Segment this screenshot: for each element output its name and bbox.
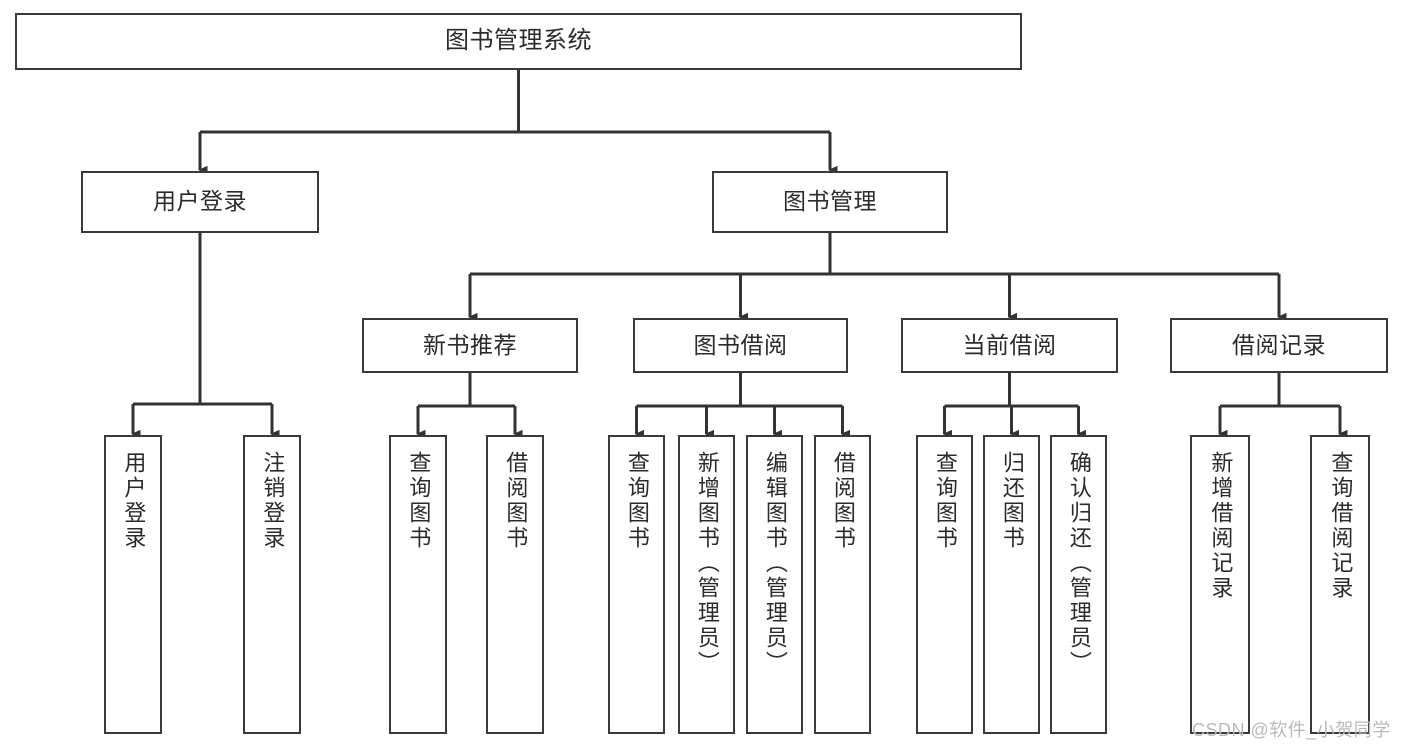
node-c-confirm[interactable]: 确认归还（管理员） xyxy=(1050,435,1107,734)
node-label-login: 用户登录 xyxy=(153,188,247,215)
node-label-bookmgmt: 图书管理 xyxy=(783,188,877,215)
node-label-n-borrow: 借阅图书 xyxy=(503,451,529,551)
node-r-add[interactable]: 新增借阅记录 xyxy=(1190,435,1250,734)
node-l-logout[interactable]: 注销登录 xyxy=(243,435,301,734)
node-label-b-query: 查询图书 xyxy=(624,451,650,551)
node-c-query[interactable]: 查询图书 xyxy=(916,435,973,734)
csdn-watermark: CSDN @软件_小贺同学 xyxy=(1192,720,1391,740)
node-n-borrow[interactable]: 借阅图书 xyxy=(486,435,544,734)
node-label-c-query: 查询图书 xyxy=(932,451,958,551)
connector-lines xyxy=(131,70,1348,439)
node-label-borrow: 图书借阅 xyxy=(693,331,788,358)
node-newbook[interactable]: 新书推荐 xyxy=(362,318,578,373)
node-label-c-return: 归还图书 xyxy=(999,451,1025,551)
node-b-edit[interactable]: 编辑图书（管理员） xyxy=(746,435,803,734)
node-n-query[interactable]: 查询图书 xyxy=(389,435,447,734)
node-label-records: 借阅记录 xyxy=(1232,331,1326,358)
node-c-return[interactable]: 归还图书 xyxy=(983,435,1040,734)
node-b-query[interactable]: 查询图书 xyxy=(608,435,665,734)
node-label-b-add: 新增图书（管理员） xyxy=(694,451,720,676)
node-label-b-lend: 借阅图书 xyxy=(830,451,856,551)
node-login[interactable]: 用户登录 xyxy=(81,171,319,233)
node-label-root: 图书管理系统 xyxy=(445,27,592,55)
node-label-c-confirm: 确认归还（管理员） xyxy=(1066,451,1092,676)
node-borrow[interactable]: 图书借阅 xyxy=(633,318,848,373)
node-b-lend[interactable]: 借阅图书 xyxy=(814,435,871,734)
node-root[interactable]: 图书管理系统 xyxy=(15,13,1022,70)
node-bookmgmt[interactable]: 图书管理 xyxy=(712,171,948,233)
node-label-l-logout: 注销登录 xyxy=(260,451,286,551)
node-label-r-query: 查询借阅记录 xyxy=(1328,451,1354,601)
node-records[interactable]: 借阅记录 xyxy=(1170,318,1388,373)
node-label-b-edit: 编辑图书（管理员） xyxy=(762,451,788,676)
node-label-r-add: 新增借阅记录 xyxy=(1208,451,1234,601)
node-b-add[interactable]: 新增图书（管理员） xyxy=(678,435,735,734)
node-label-current: 当前借阅 xyxy=(962,331,1057,358)
node-label-n-query: 查询图书 xyxy=(406,451,432,551)
node-label-newbook: 新书推荐 xyxy=(423,331,517,358)
node-label-l-login: 用户登录 xyxy=(121,451,147,551)
node-current[interactable]: 当前借阅 xyxy=(901,318,1118,373)
node-l-login[interactable]: 用户登录 xyxy=(104,435,162,734)
node-r-query[interactable]: 查询借阅记录 xyxy=(1310,435,1370,734)
